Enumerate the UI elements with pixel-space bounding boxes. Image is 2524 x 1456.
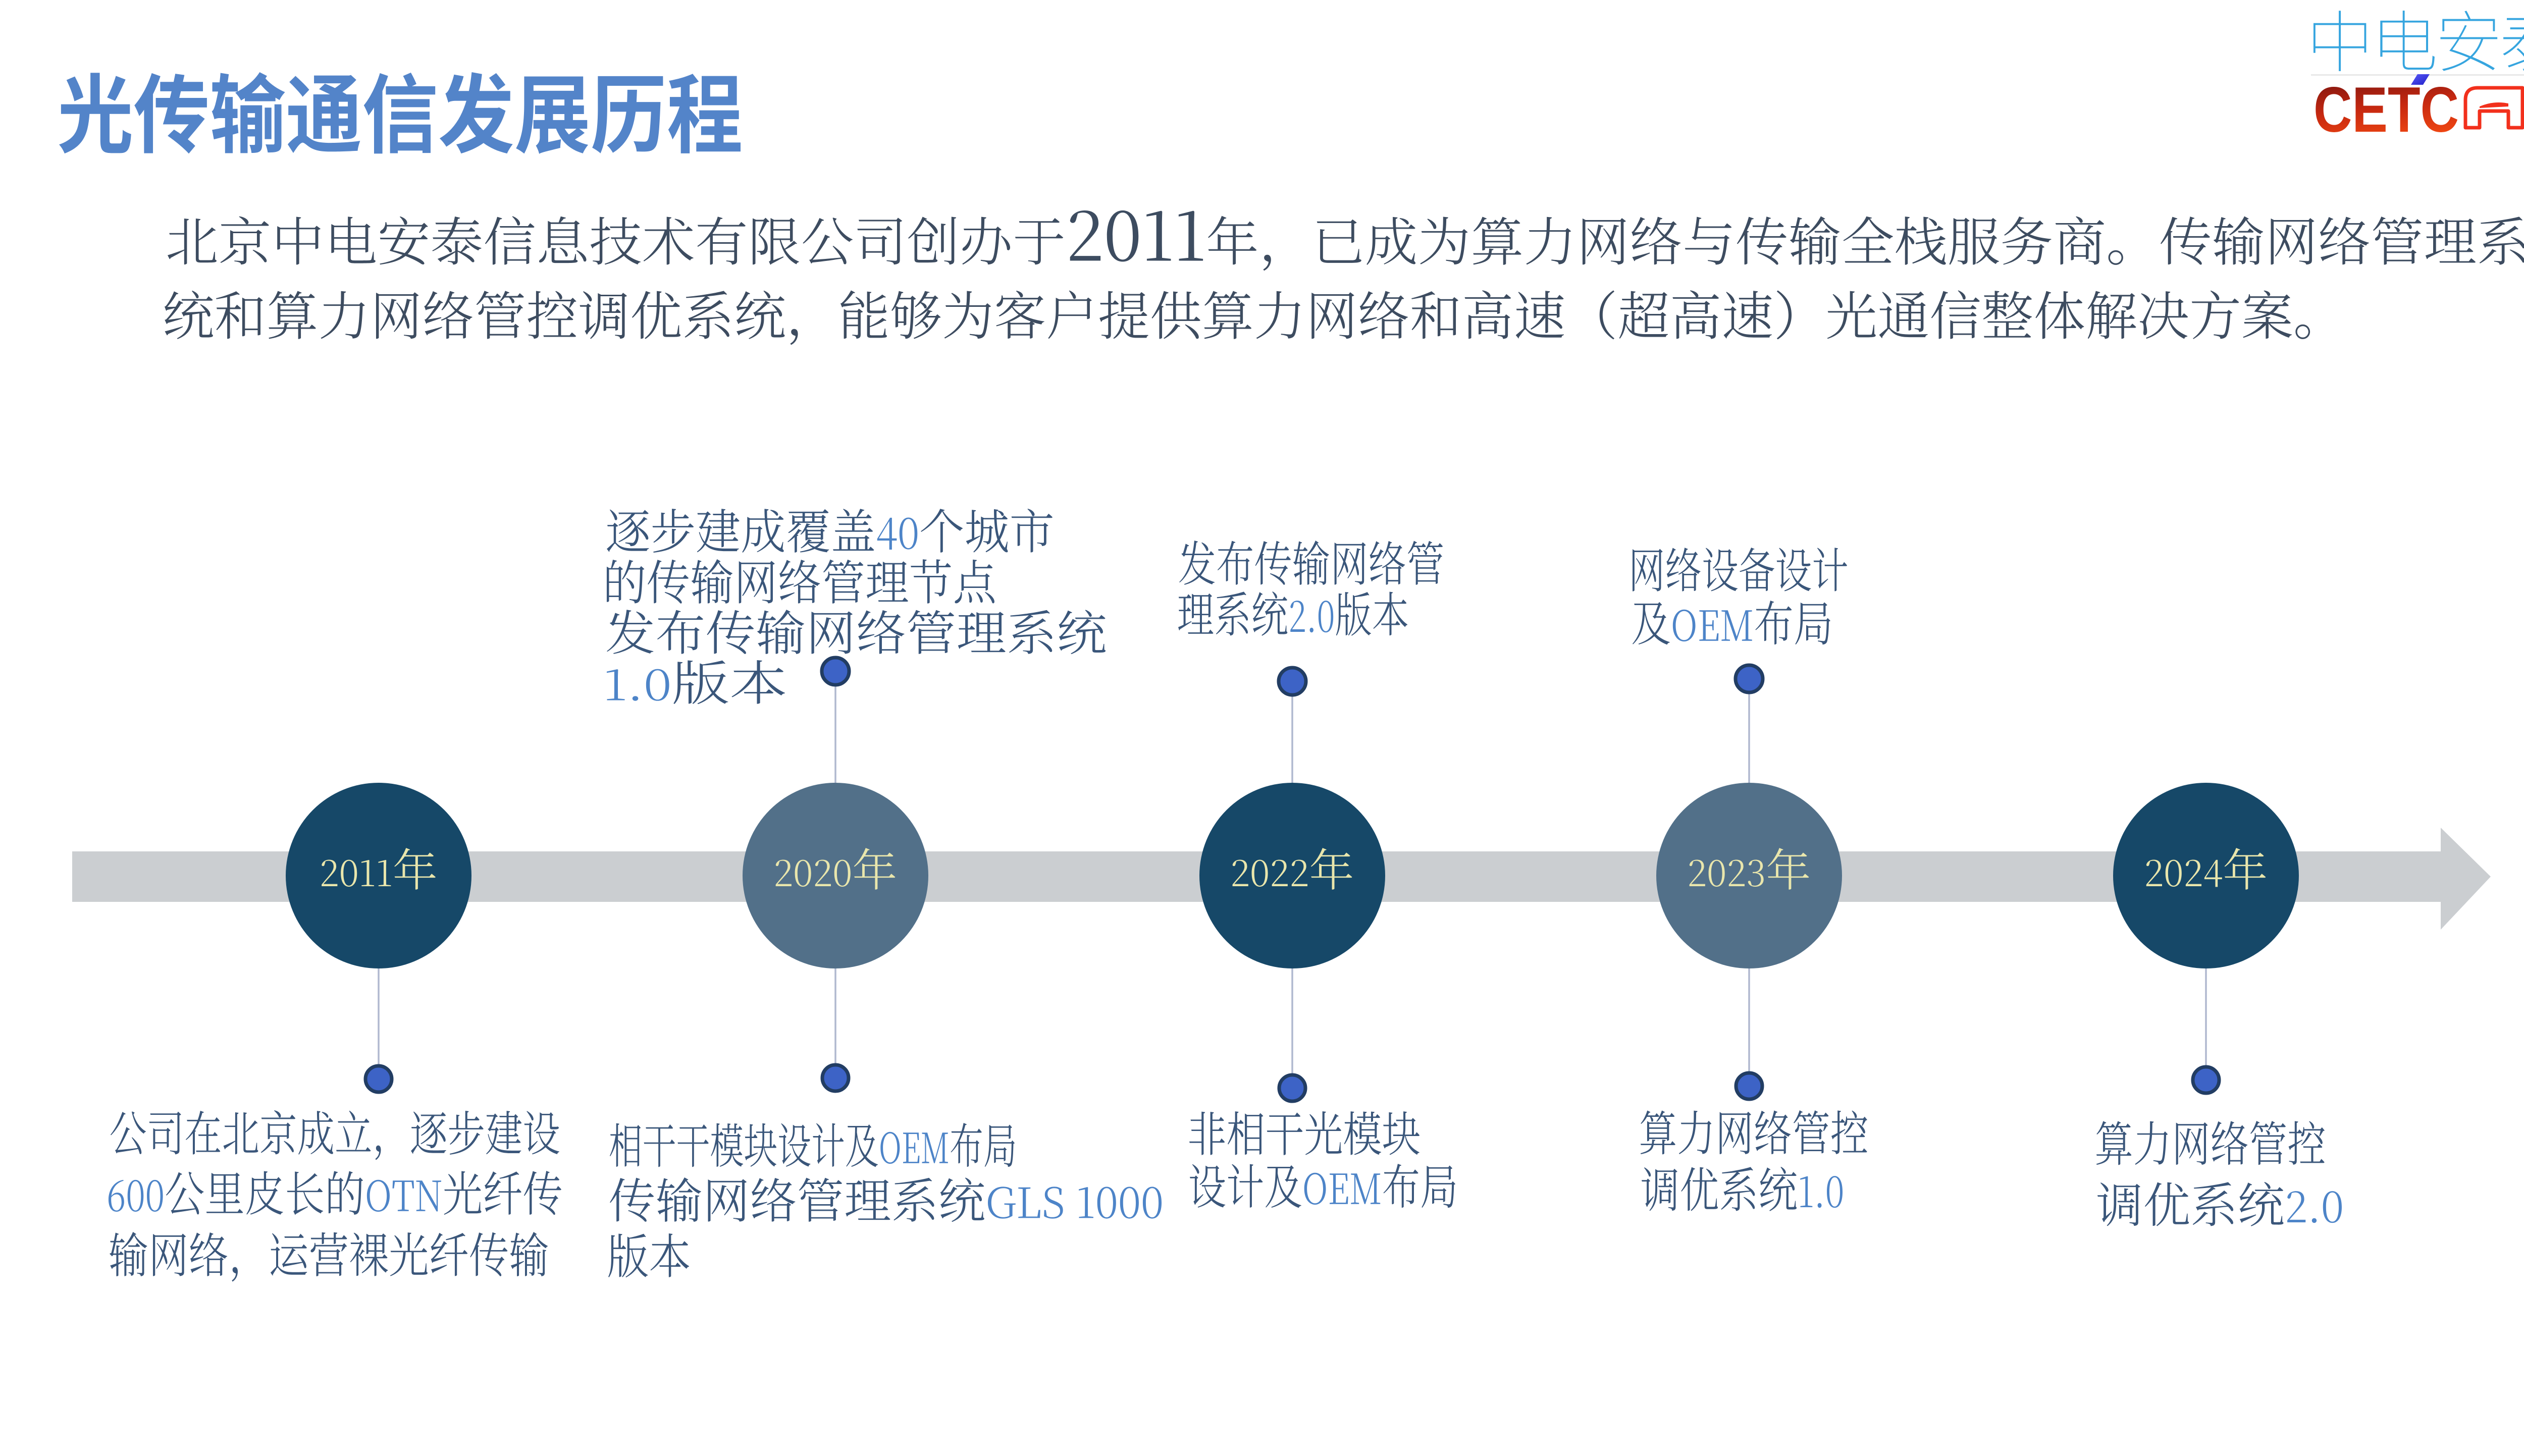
svg-text:CETC: CETC	[2313, 74, 2459, 145]
